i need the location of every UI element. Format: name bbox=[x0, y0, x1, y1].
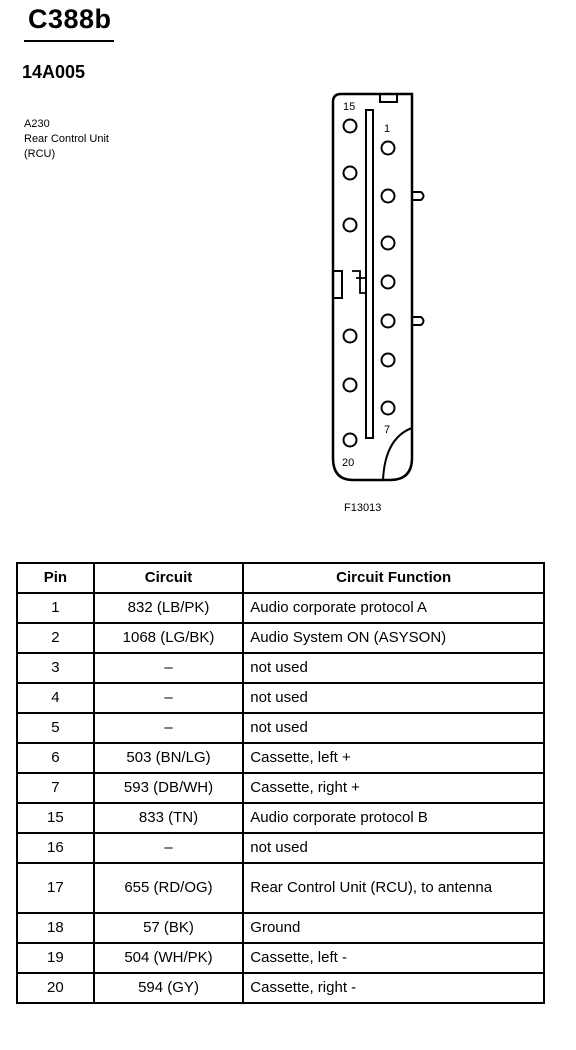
component-info: A230 Rear Control Unit (RCU) bbox=[24, 117, 109, 162]
table-row: 7 593 (DB/WH) Cassette, right + bbox=[16, 772, 545, 804]
function-cell: not used bbox=[242, 652, 545, 684]
function-cell: Cassette, left + bbox=[242, 742, 545, 774]
pin-cell: 1 bbox=[16, 592, 95, 624]
connector-id: C388b bbox=[28, 4, 112, 34]
connector-notch-top bbox=[379, 94, 398, 103]
pin-cavity-left-2 bbox=[342, 165, 358, 181]
title-underline bbox=[24, 40, 114, 42]
function-cell: Cassette, right + bbox=[242, 772, 545, 804]
header-pin: Pin bbox=[16, 562, 95, 594]
component-code: A230 bbox=[24, 118, 50, 130]
pin-cavity-left-3 bbox=[342, 217, 358, 233]
pin-cavity-left-6 bbox=[342, 432, 358, 448]
pin-cell: 20 bbox=[16, 972, 95, 1004]
table-row: 1 832 (LB/PK) Audio corporate protocol A bbox=[16, 592, 545, 624]
circuit-cell: – bbox=[92, 652, 245, 684]
component-abbr: (RCU) bbox=[24, 148, 56, 160]
pin-cell: 7 bbox=[16, 772, 95, 804]
pin-cavity-right-1 bbox=[380, 140, 396, 156]
circuit-cell: 503 (BN/LG) bbox=[92, 742, 245, 774]
figure-id: F13013 bbox=[344, 502, 382, 514]
circuit-cell: – bbox=[92, 832, 245, 864]
function-cell: Audio System ON (ASYSON) bbox=[242, 622, 545, 654]
connector-peg-upper bbox=[412, 191, 425, 201]
part-number: 14A005 bbox=[22, 62, 86, 82]
pin-label-bottom-right: 7 bbox=[384, 424, 390, 436]
pin-cell: 18 bbox=[16, 912, 95, 944]
pin-cavity-right-2 bbox=[380, 188, 396, 204]
circuit-cell: 57 (BK) bbox=[92, 912, 245, 944]
function-cell: Cassette, left - bbox=[242, 942, 545, 974]
function-cell: Cassette, right - bbox=[242, 972, 545, 1004]
pin-cell: 2 bbox=[16, 622, 95, 654]
connector-lock-tab bbox=[332, 270, 343, 299]
pin-label-bottom-left: 20 bbox=[342, 457, 354, 469]
pinout-table: Pin Circuit Circuit Function 1 832 (LB/P… bbox=[16, 562, 545, 1004]
pin-cavity-right-6 bbox=[380, 352, 396, 368]
circuit-cell: 655 (RD/OG) bbox=[92, 862, 245, 914]
component-name: Rear Control Unit bbox=[24, 133, 109, 145]
table-row: 20 594 (GY) Cassette, right - bbox=[16, 972, 545, 1004]
function-cell: Ground bbox=[242, 912, 545, 944]
table-header-row: Pin Circuit Circuit Function bbox=[16, 562, 545, 594]
pin-cell: 6 bbox=[16, 742, 95, 774]
pin-cavity-left-1 bbox=[342, 118, 358, 134]
connector-housing bbox=[331, 92, 414, 482]
pin-cell: 15 bbox=[16, 802, 95, 834]
table-row: 16 – not used bbox=[16, 832, 545, 864]
pin-cavity-right-5 bbox=[380, 313, 396, 329]
function-cell: Audio corporate protocol A bbox=[242, 592, 545, 624]
table-row: 6 503 (BN/LG) Cassette, left + bbox=[16, 742, 545, 774]
pin-label-top-left: 15 bbox=[343, 101, 355, 113]
circuit-cell: 504 (WH/PK) bbox=[92, 942, 245, 974]
pin-label-top-right: 1 bbox=[384, 123, 390, 135]
function-cell: Rear Control Unit (RCU), to antenna bbox=[242, 862, 545, 914]
table-row: 15 833 (TN) Audio corporate protocol B bbox=[16, 802, 545, 834]
table-row: 2 1068 (LG/BK) Audio System ON (ASYSON) bbox=[16, 622, 545, 654]
connector-peg-lower bbox=[412, 316, 425, 326]
table-row: 4 – not used bbox=[16, 682, 545, 714]
connector-diagram: 15 1 7 20 bbox=[331, 92, 425, 482]
pin-cell: 17 bbox=[16, 862, 95, 914]
circuit-cell: 832 (LB/PK) bbox=[92, 592, 245, 624]
circuit-cell: 1068 (LG/BK) bbox=[92, 622, 245, 654]
circuit-cell: 593 (DB/WH) bbox=[92, 772, 245, 804]
connector-center-bar bbox=[365, 109, 374, 439]
circuit-cell: 594 (GY) bbox=[92, 972, 245, 1004]
pin-cell: 3 bbox=[16, 652, 95, 684]
function-cell: not used bbox=[242, 712, 545, 744]
function-cell: not used bbox=[242, 832, 545, 864]
pin-cell: 5 bbox=[16, 712, 95, 744]
circuit-cell: – bbox=[92, 712, 245, 744]
function-cell: Audio corporate protocol B bbox=[242, 802, 545, 834]
header-circuit: Circuit bbox=[92, 562, 245, 594]
pin-cell: 4 bbox=[16, 682, 95, 714]
circuit-cell: 833 (TN) bbox=[92, 802, 245, 834]
pin-cell: 19 bbox=[16, 942, 95, 974]
table-row: 17 655 (RD/OG) Rear Control Unit (RCU), … bbox=[16, 862, 545, 914]
pin-cavity-right-4 bbox=[380, 274, 396, 290]
connector-lock-detail bbox=[352, 270, 366, 294]
table-row: 19 504 (WH/PK) Cassette, left - bbox=[16, 942, 545, 974]
pin-cavity-right-3 bbox=[380, 235, 396, 251]
pin-cell: 16 bbox=[16, 832, 95, 864]
pin-cavity-left-5 bbox=[342, 377, 358, 393]
table-row: 5 – not used bbox=[16, 712, 545, 744]
function-cell: not used bbox=[242, 682, 545, 714]
table-row: 18 57 (BK) Ground bbox=[16, 912, 545, 944]
header-circuit-function: Circuit Function bbox=[242, 562, 545, 594]
pin-cavity-right-7 bbox=[380, 400, 396, 416]
pin-cavity-left-4 bbox=[342, 328, 358, 344]
circuit-cell: – bbox=[92, 682, 245, 714]
table-row: 3 – not used bbox=[16, 652, 545, 684]
connector-key-bottom bbox=[382, 427, 413, 481]
